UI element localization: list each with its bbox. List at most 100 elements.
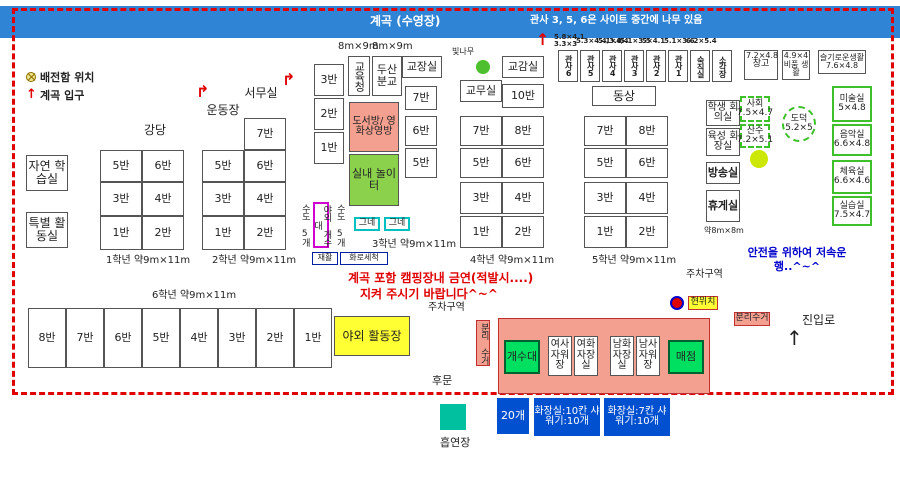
class-6: 6반 (104, 308, 142, 368)
tree-icon (750, 150, 768, 168)
class-5: 5반 (405, 148, 437, 178)
class-3: 3반 (218, 308, 256, 368)
class-5: 5반 (142, 308, 180, 368)
entrance-legend-label: 계곡 입구 (40, 89, 85, 102)
shower-female: 여사 자워 장 (548, 336, 572, 376)
grade2-label: 2학년 약9m×11m (212, 255, 297, 266)
valley-label: 계곡 (수영장) (370, 14, 441, 28)
gwansa-note: 관사 3, 5, 6은 사이트 중간에 나무 있음 (530, 15, 703, 26)
gwansa-size: 5×4.1 (642, 37, 666, 45)
tap-right: 수도 5개 (332, 202, 346, 248)
lamp-legend-label: 배전함 위치 (40, 71, 95, 84)
office: 서무실 (244, 84, 278, 102)
gwansa-size: 5.8×4.1 3.3×3 (554, 33, 585, 48)
playground: 운동장 (202, 101, 244, 119)
broadcast-room: 방송실 (706, 162, 740, 184)
class-7: 7반 (66, 308, 104, 368)
class-10: 10반 (502, 84, 544, 108)
parking-label: 주차구역 (686, 269, 723, 280)
class-4: 4반 (142, 182, 184, 216)
library: 도서방/ 영화상영방 (349, 102, 399, 152)
size-label: 8m×9m (338, 41, 379, 52)
class-1: 1반 (294, 308, 332, 368)
store-room: 창고 (744, 50, 778, 80)
math-room: 산수 7.2×5.1 (737, 124, 773, 148)
class-5: 5반 (100, 150, 142, 182)
tap-left: 수도 5개 (297, 202, 311, 248)
store-size: 7.2×4.8 (746, 51, 779, 60)
ethics-room: 도덕 5.2×5 (782, 106, 816, 142)
sink-count: 20개 (497, 398, 529, 434)
outdoor-area: 야외 활동장 (334, 316, 410, 356)
class-4: 4반 (180, 308, 218, 368)
class-2: 2반 (256, 308, 294, 368)
dusan-school: 두산 분교 (372, 56, 402, 96)
parking-label: 주차구역 (428, 302, 465, 313)
grade1-label: 1학년 약9m×11m (106, 255, 191, 266)
class-8: 8반 (502, 116, 544, 146)
wc-right: 화장실:7칸 샤워기:10개 (604, 398, 670, 436)
class-5: 5반 (202, 150, 244, 182)
class-3: 3반 (584, 182, 626, 214)
swing-2: 그네 (384, 217, 410, 231)
class-3: 3반 (460, 182, 502, 214)
entrance-arrow-icon: ↱ (196, 82, 210, 101)
no-smoking-warning-2: 지켜 주시기 바랍니다^~^ (360, 287, 498, 301)
class-7: 7반 (584, 116, 626, 146)
toilet-female: 여화 자장 실 (574, 336, 598, 376)
art-room: 미술실 5×4.8 (832, 86, 872, 122)
student-hall: 학생 회의실 (706, 100, 740, 126)
size-label: 8m×9m (372, 41, 413, 52)
class-7: 7반 (460, 116, 502, 146)
class-4: 4반 (502, 182, 544, 214)
class-8: 8반 (626, 116, 668, 146)
class-3: 3반 (314, 64, 344, 96)
lamp-legend-icon (26, 72, 36, 82)
grade3-label: 3학년 약9m×11m (372, 239, 457, 250)
gwansa-size: 5.1×4/4 (598, 37, 629, 45)
gwansa-size: 5.1×3.5 (620, 37, 651, 45)
class-4: 4반 (244, 182, 286, 216)
life-room: 슬기로운생활 7.6×4.8 (818, 50, 866, 74)
recycle-right: 분리수거 (734, 312, 770, 326)
lounge-size: 약8m×8m (704, 226, 744, 235)
lounge: 휴게실 (706, 190, 740, 222)
wc-left: 화장실:10칸 샤워기:10개 (534, 398, 600, 436)
outdoor-dish: 야외 개수대 (312, 202, 331, 248)
entry-arrow-icon: ↑ (786, 326, 803, 350)
tree-icon (476, 60, 490, 74)
indoor-play: 실내 놀이터 (349, 154, 399, 206)
grade4-label: 4학년 약9m×11m (470, 255, 555, 266)
class-1: 1반 (100, 216, 142, 250)
smoking-label: 흡연장 (440, 436, 471, 449)
class-7: 7반 (244, 118, 286, 150)
vice-room: 교감실 (502, 56, 544, 78)
class-1: 1반 (314, 132, 344, 164)
gwansa-building: 관사5 (580, 50, 600, 82)
gwansa-building: 관사2 (646, 50, 666, 82)
class-4: 4반 (626, 182, 668, 214)
class-5: 5반 (584, 148, 626, 178)
no-smoking-warning: 계곡 포함 캠핑장내 금연(적발시....) (348, 271, 534, 285)
gwansa-building: 숙직실 (690, 50, 710, 82)
social-room: 사회 7.5×4.7 (737, 96, 773, 122)
class-1: 1반 (460, 216, 502, 248)
practice-room: 실습실 7.5×4.7 (832, 196, 872, 226)
entrance-arrow-icon: ↱ (282, 70, 296, 89)
class-2: 2반 (244, 216, 286, 250)
class-7: 7반 (405, 86, 437, 110)
wash-small: 화로세척 (340, 252, 388, 265)
class-1: 1반 (202, 216, 244, 250)
current-location: 현위치 (688, 296, 718, 310)
shower-male: 남사 자워 장 (636, 336, 660, 376)
sink-area: 개수대 (504, 340, 540, 374)
back-gate: 후문 (432, 374, 453, 387)
nature-room: 자연 학습실 (26, 155, 68, 191)
recycle-center: 분리 수거 (476, 320, 490, 366)
recycle-small: 재활 (312, 252, 338, 265)
class-6: 6반 (142, 150, 184, 182)
grade5-label: 5학년 약9m×11m (592, 255, 677, 266)
entrance-legend-icon: ↑ (26, 87, 37, 102)
gwansa-building: 소각장 (712, 50, 732, 82)
current-location-icon (670, 296, 684, 310)
